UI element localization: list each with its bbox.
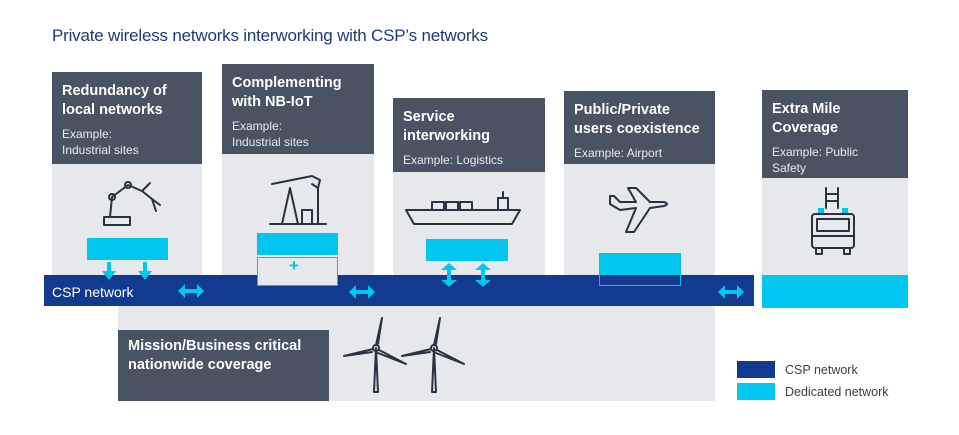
csp-network-label: CSP network	[52, 284, 134, 300]
card-header-service: Service interworking Example: Logistics	[393, 98, 545, 172]
up-down-arrow-icon	[475, 263, 491, 287]
oil-pump-icon	[269, 175, 327, 225]
wind-turbine-icon	[343, 317, 407, 393]
up-down-arrow-icon	[441, 263, 457, 287]
card-example: Example: Logistics	[403, 153, 504, 167]
card-heading: Public/Private	[574, 102, 670, 118]
card-heading: Extra Mile	[772, 101, 841, 117]
card-header-mission-critical: Mission/Business critical nationwide cov…	[118, 330, 329, 401]
left-right-arrow-icon	[349, 285, 375, 299]
wind-turbine-icon	[401, 317, 465, 393]
airplane-icon	[609, 187, 668, 233]
down-arrow-icon	[102, 262, 116, 280]
legend-label-csp: CSP network	[785, 363, 858, 377]
dedicated-network-block	[599, 253, 681, 275]
card-heading: Service	[403, 109, 455, 125]
dedicated-network-outline	[599, 253, 681, 286]
card-heading: Mission/Business critical	[128, 338, 302, 354]
card-example: Example:Industrial sites	[232, 119, 309, 149]
left-right-arrow-icon	[718, 285, 744, 299]
dedicated-network-block	[426, 239, 508, 261]
legend-label-dedicated: Dedicated network	[785, 385, 889, 399]
dedicated-network-block	[87, 238, 168, 260]
card-example: Example:Industrial sites	[62, 127, 139, 157]
csp-network-band	[44, 275, 754, 306]
legend-swatch-dedicated	[737, 383, 775, 400]
card-heading: local networks	[62, 102, 163, 118]
card-heading: Complementing	[232, 75, 342, 91]
card-heading: Coverage	[772, 120, 839, 136]
fire-truck-icon	[811, 187, 855, 255]
card-heading: users coexistence	[574, 121, 700, 137]
dedicated-network-block	[762, 275, 908, 308]
card-header-coexistence: Public/Private users coexistence Example…	[564, 91, 715, 164]
plus-sign: +	[289, 256, 299, 275]
nb-iot-outline-block	[257, 257, 338, 286]
robot-arm-icon	[103, 181, 161, 226]
dedicated-network-block	[257, 233, 338, 255]
card-heading: with NB-IoT	[232, 94, 313, 110]
left-right-arrow-icon	[178, 284, 204, 298]
card-heading: interworking	[403, 128, 491, 144]
legend-swatch-csp	[737, 361, 775, 378]
down-arrow-icon	[138, 262, 152, 280]
card-heading: Redundancy of	[62, 83, 167, 99]
cargo-ship-icon	[405, 191, 521, 225]
card-header-redundancy: Redundancy of local networks Example:Ind…	[52, 72, 202, 164]
card-header-nbiot: Complementing with NB-IoT Example:Indust…	[222, 64, 374, 154]
card-example: Example: Airport	[574, 146, 663, 160]
page-title: Private wireless networks interworking w…	[52, 26, 488, 45]
card-heading: nationwide coverage	[128, 357, 272, 373]
